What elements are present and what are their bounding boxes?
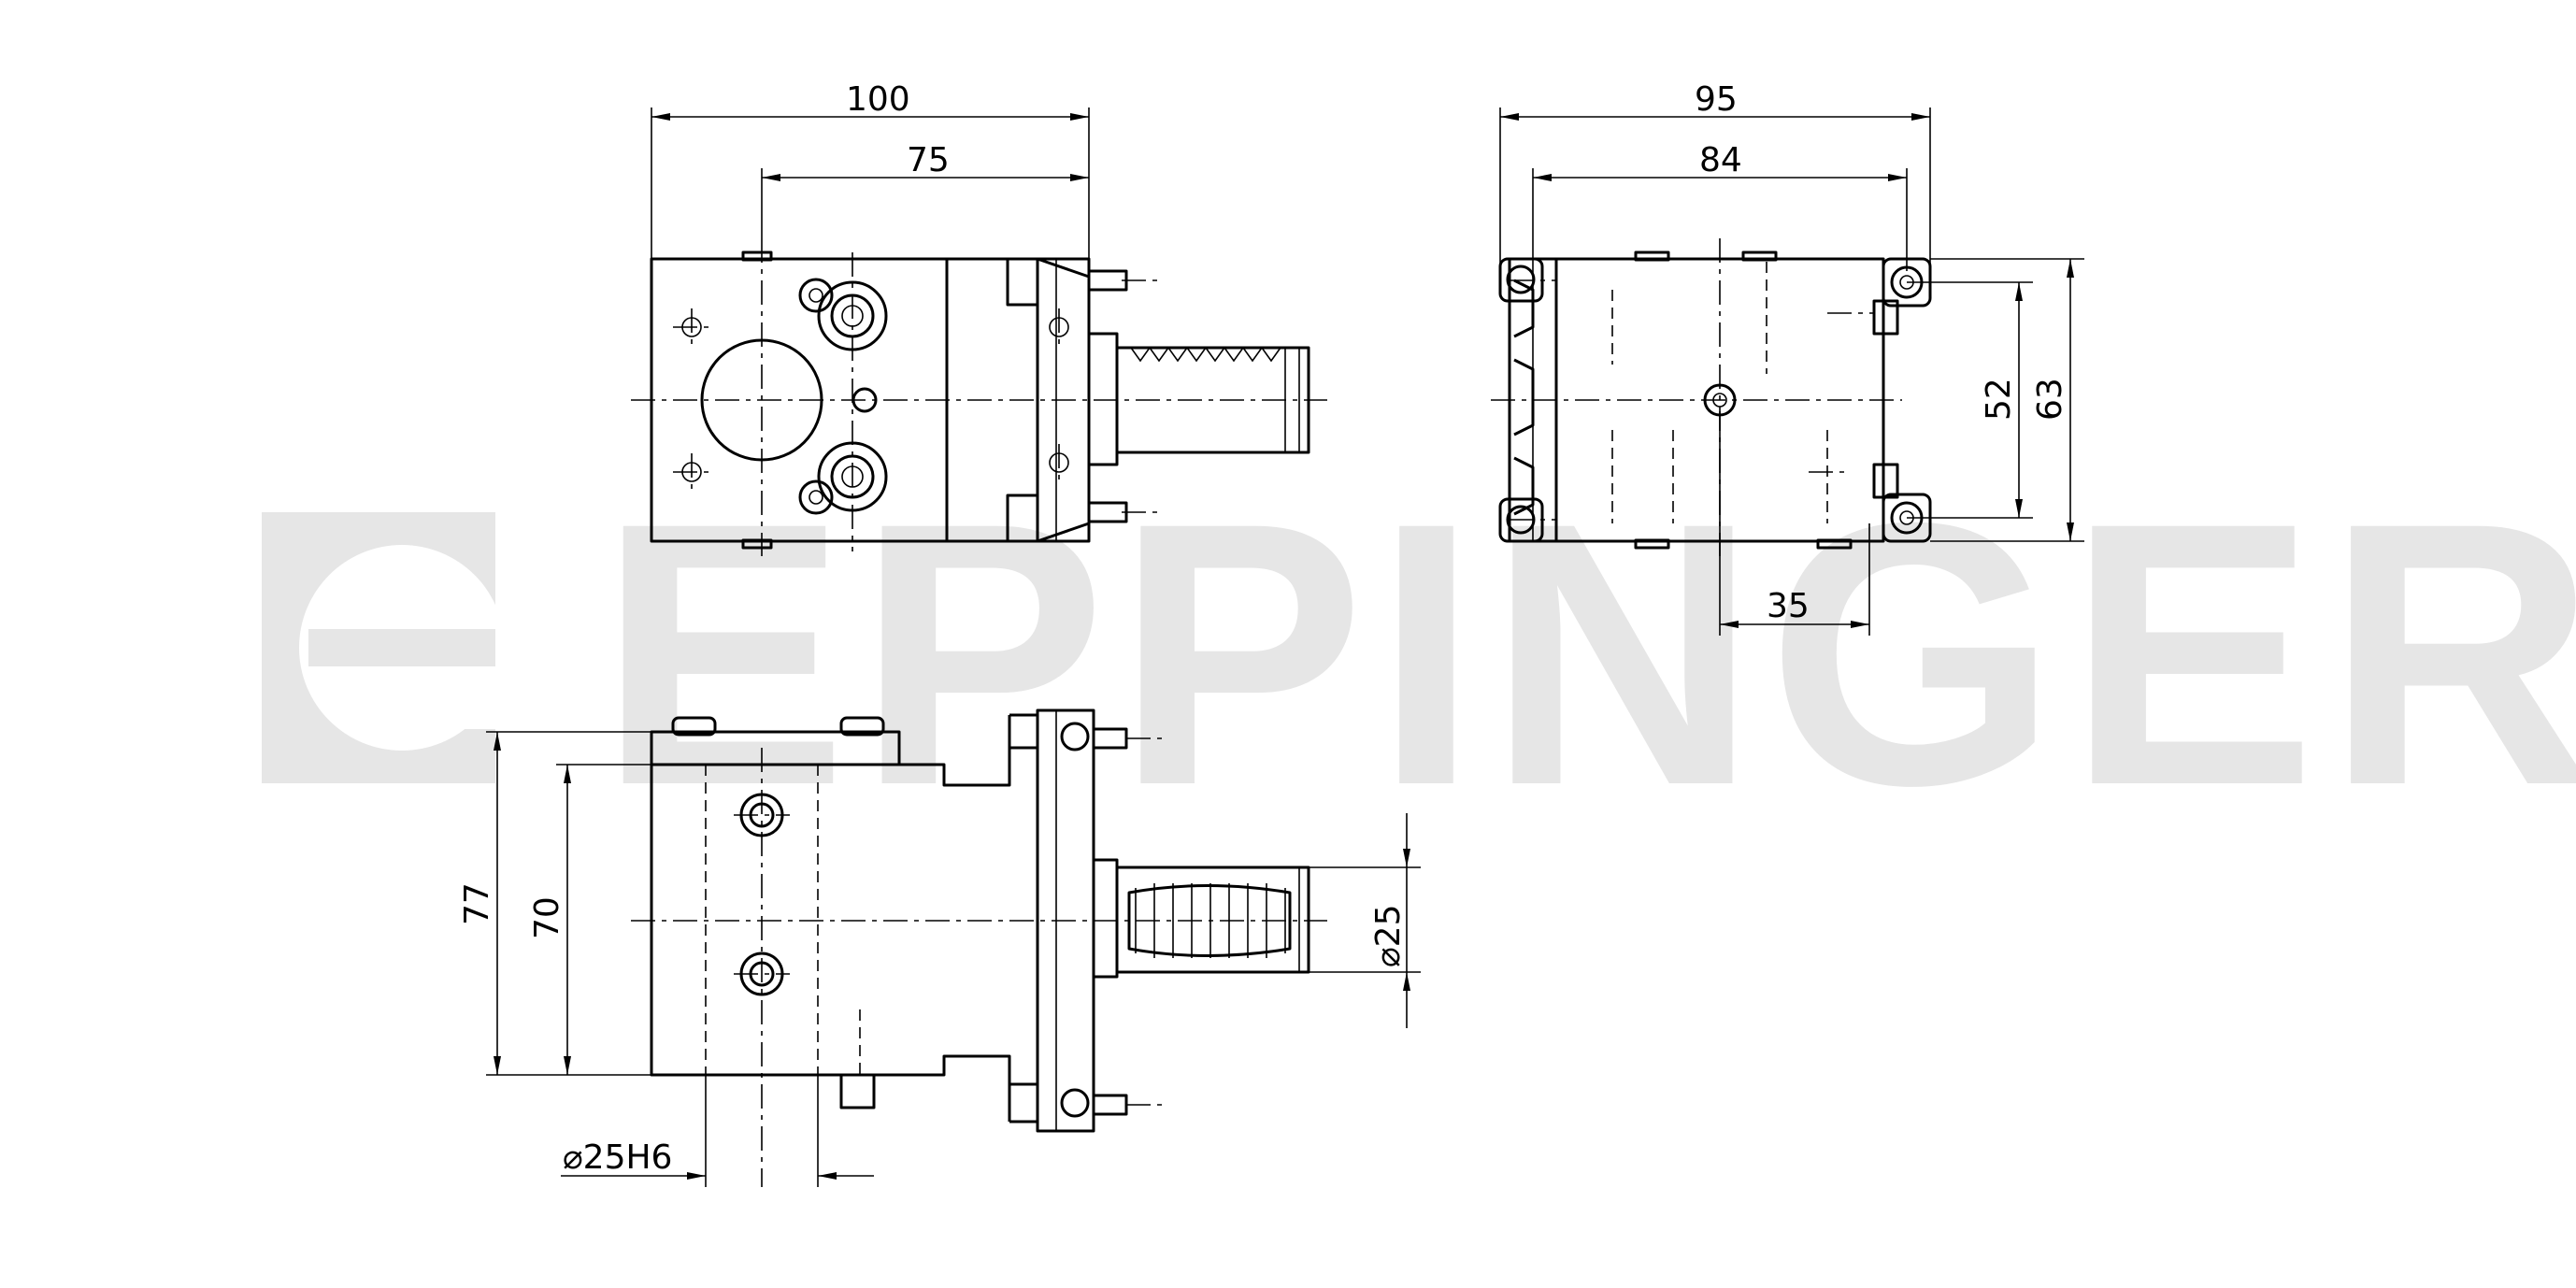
dimension-100: 100 bbox=[846, 80, 910, 119]
side-view: 95 84 52 63 35 bbox=[1491, 80, 2084, 636]
dimension-75: 75 bbox=[907, 141, 950, 179]
watermark-text: EPPINGER bbox=[598, 445, 2576, 863]
dimension-84: 84 bbox=[1699, 141, 1742, 179]
dimension-shank-diameter: ⌀25 bbox=[1369, 905, 1408, 967]
dimension-95: 95 bbox=[1695, 80, 1738, 119]
dimension-70: 70 bbox=[528, 896, 566, 939]
top-view: 100 75 bbox=[631, 80, 1327, 556]
dimension-63: 63 bbox=[2031, 378, 2069, 421]
front-view: 77 70 ⌀25 ⌀25H6 bbox=[458, 708, 1421, 1187]
eppinger-logo-watermark: EPPINGER bbox=[262, 445, 2576, 863]
dimension-52: 52 bbox=[1980, 378, 2018, 421]
dimension-35: 35 bbox=[1767, 587, 1810, 625]
dimension-77: 77 bbox=[458, 882, 496, 925]
dimension-bore-diameter: ⌀25H6 bbox=[563, 1138, 672, 1177]
